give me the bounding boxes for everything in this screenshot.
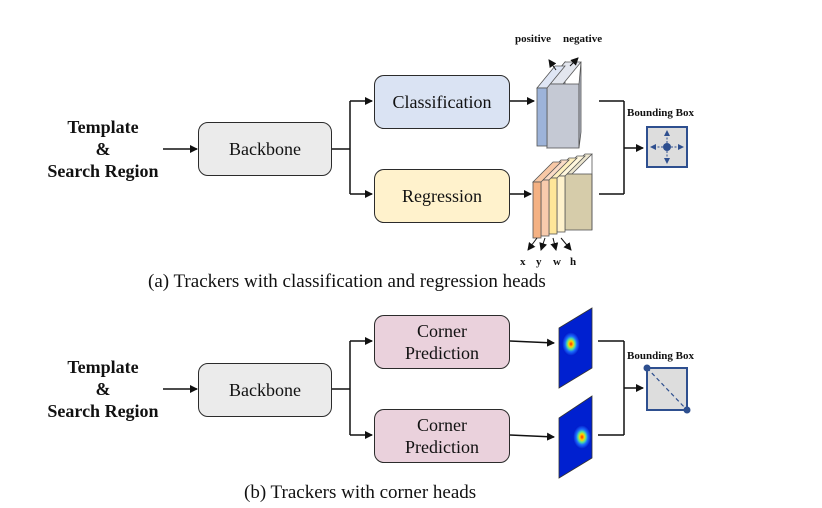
corner-prediction-box-bottom: Corner Prediction: [374, 409, 510, 463]
bounding-box-corner-icon: [643, 364, 691, 414]
backbone-box-a: Backbone: [198, 122, 332, 176]
reg-label-w: w: [553, 256, 561, 268]
backbone-label-a: Backbone: [229, 139, 301, 159]
positive-label: positive: [515, 33, 552, 45]
input-line-amp-a: &: [95, 139, 111, 159]
caption-b: (b) Trackers with corner heads: [244, 482, 477, 503]
heatmap-top-icon: [558, 307, 593, 389]
corner-top-line2: Prediction: [405, 343, 479, 363]
classification-label: Classification: [392, 92, 492, 112]
arrow-corner-top-to-heatmap: [509, 338, 555, 347]
caption-a: (a) Trackers with classification and reg…: [148, 271, 546, 292]
reg-label-h: h: [570, 256, 577, 268]
input-line-search-a: Search Region: [47, 161, 159, 181]
bounding-box-label-b: Bounding Box: [627, 350, 694, 362]
regression-box: Regression: [374, 169, 510, 223]
regression-label: Regression: [402, 186, 482, 206]
bounding-box-label-a: Bounding Box: [627, 107, 694, 119]
backbone-box-b: Backbone: [198, 363, 332, 417]
backbone-label-b: Backbone: [229, 380, 301, 400]
reg-label-x: x: [520, 256, 526, 268]
heatmap-bottom-icon: [558, 395, 593, 479]
regression-map-icon: [527, 153, 593, 251]
arrow-corner-bottom-to-heatmap: [509, 432, 555, 441]
classification-map-icon: [536, 57, 582, 149]
input-label-b: Template & Search Region: [38, 356, 168, 422]
input-line-template-a: Template: [67, 117, 139, 137]
input-label-a: Template & Search Region: [38, 116, 168, 182]
bounding-box-center-icon: [646, 126, 688, 168]
corner-bottom-line2: Prediction: [405, 437, 479, 457]
input-line-search-b: Search Region: [47, 401, 159, 421]
input-line-template-b: Template: [67, 357, 139, 377]
classification-box: Classification: [374, 75, 510, 129]
input-line-amp-b: &: [95, 379, 111, 399]
panel-a: [163, 57, 688, 251]
reg-label-y: y: [536, 256, 542, 268]
negative-label: negative: [563, 33, 603, 45]
corner-bottom-line1: Corner: [417, 415, 467, 435]
panel-b: [163, 307, 691, 479]
corner-top-line1: Corner: [417, 321, 467, 341]
corner-prediction-box-top: Corner Prediction: [374, 315, 510, 369]
